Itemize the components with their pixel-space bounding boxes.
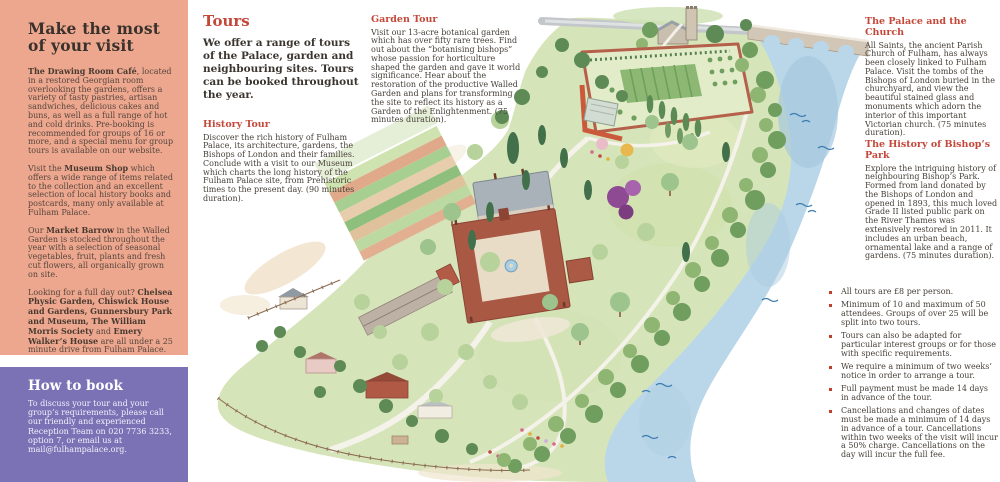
- bishops-park-section: The History of Bishop’s Park Explore the…: [865, 139, 1000, 261]
- palace-church-body: All Saints, the ancient Parish Church of…: [865, 40, 995, 138]
- visit-paragraph-shop: Visit the Museum Shop which offers a wid…: [28, 162, 173, 217]
- booking-title: How to book: [28, 378, 123, 394]
- tours-intro: We offer a range of tours of the Palace,…: [203, 37, 359, 101]
- palace-church-heading: The Palace and the Church: [865, 16, 967, 38]
- visit-paragraph-cafe: The Drawing Room Café, located in a rest…: [28, 66, 174, 156]
- walled-garden: [579, 42, 754, 157]
- visit-panel: Make the most of your visit The Drawing …: [0, 0, 188, 355]
- palace-buildings: [451, 168, 594, 343]
- term-item: All tours are £8 per person.: [829, 287, 998, 297]
- booking-body: To discuss your tour and your group’s re…: [28, 399, 172, 455]
- illustrated-map: [216, 6, 869, 482]
- fences: [216, 278, 531, 473]
- vinery-glasshouse-icon: [579, 84, 623, 142]
- pink-cottage: [305, 352, 337, 374]
- bishops-park-body: Explore the intriguing history of neighb…: [865, 163, 998, 261]
- visit-title: Make the most of your visit: [28, 19, 161, 55]
- garden-tour-body: Visit our 13-acre botanical garden which…: [371, 27, 521, 125]
- trees: [256, 19, 786, 473]
- garden-tour-column: Garden Tour Visit our 13-acre botanical …: [371, 14, 523, 125]
- term-item: Tours can also be adapted for particular…: [829, 331, 998, 358]
- history-tour-heading: History Tour: [203, 119, 270, 130]
- blossom-tree-icon: [596, 138, 608, 150]
- putney-bridge-icon: [746, 23, 869, 59]
- river-thames: [604, 31, 865, 482]
- lodge-cottage: [278, 288, 309, 310]
- chapel: [565, 256, 594, 284]
- golden-tree-icon: [620, 143, 634, 157]
- visit-paragraph-barrow: Our Market Barrow in the Walled Garden i…: [28, 224, 170, 279]
- history-tour-body: Discover the rich history of Fulham Pala…: [203, 132, 355, 204]
- term-item: Cancellations and changes of dates must …: [829, 406, 998, 460]
- white-shed: [417, 400, 453, 419]
- visit-paragraph-dayout: Looking for a full day out? Chelsea Phys…: [28, 286, 173, 355]
- tours-column: Tours We offer a range of tours of the P…: [203, 12, 361, 204]
- purple-tree-icon: [607, 180, 641, 220]
- booking-panel: How to book To discuss your tour and you…: [0, 367, 188, 482]
- term-item: Full payment must be made 14 days in adv…: [829, 384, 998, 403]
- bishops-park-heading: The History of Bishop’s Park: [865, 139, 991, 161]
- term-item: Minimum of 10 and maximum of 50 attendee…: [829, 300, 998, 327]
- term-item: We require a minimum of two weeks’ notic…: [829, 362, 998, 381]
- tours-title: Tours: [203, 12, 250, 30]
- garden-tour-heading: Garden Tour: [371, 14, 438, 25]
- flower-borders: [488, 150, 610, 464]
- palace-church-section: The Palace and the Church All Saints, th…: [865, 16, 998, 138]
- tour-terms-list: All tours are £8 per person. Minimum of …: [829, 287, 998, 465]
- river-ripples: [641, 112, 835, 459]
- entrance-bridge: [391, 435, 409, 445]
